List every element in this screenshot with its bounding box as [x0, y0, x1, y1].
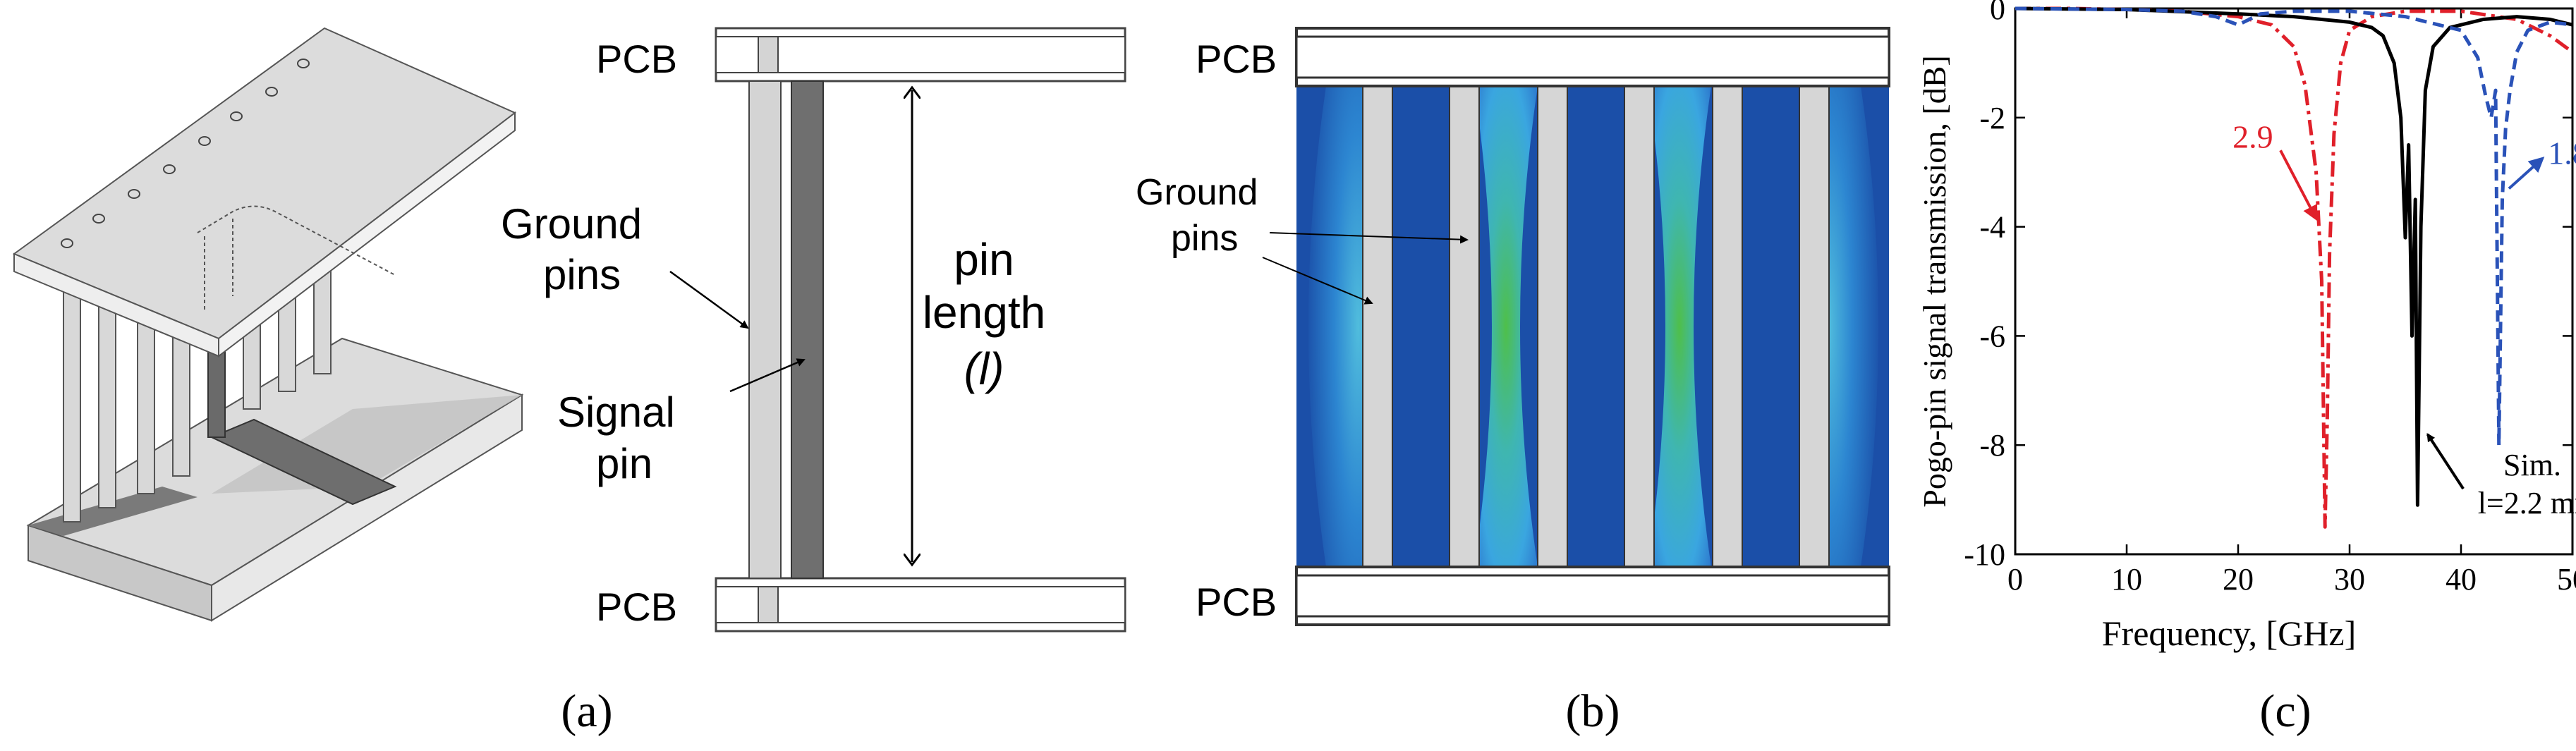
y-tick-label: -2	[1979, 101, 2005, 135]
panel-a-caption: (a)	[561, 685, 612, 737]
ground-pin-section	[1712, 85, 1743, 568]
x-axis-label: Frequency, [GHz]	[2102, 613, 2357, 653]
bottom-pcb-inner	[715, 586, 1126, 623]
bottom-pcb-side-face	[211, 393, 523, 622]
transmission-chart: 0 10 20 30 40 50 0 -2 -4 -6 -8 -10 2.9 1.8Sim. l=2.2 …	[1916, 0, 2576, 737]
ground-pins-callout-arrow	[669, 270, 749, 329]
x-tick-label: 50	[2557, 562, 2576, 597]
y-tick-label: -6	[1979, 319, 2005, 353]
annotation-length: l=2.2 mm	[2478, 486, 2576, 520]
ground-strip	[28, 487, 198, 536]
signal-pin-section	[1624, 85, 1655, 568]
top-pcb-side-face	[218, 111, 516, 358]
pin-cross-section: PCB PCB Ground pins Signal pin pin lengt…	[501, 27, 1126, 737]
annotation-2-9: 2.9	[2232, 118, 2273, 154]
ground-pins-label-line1: Ground	[501, 200, 642, 248]
bottom-pcb-via	[758, 586, 779, 623]
y-tick-label: -8	[1979, 428, 2005, 463]
x-tick-label: 30	[2334, 562, 2365, 597]
signal-pin-label-line2: pin	[596, 440, 652, 487]
top-pcb-inner	[715, 36, 1126, 73]
panel-c-caption: (c)	[2259, 685, 2311, 737]
top-pcb-via	[758, 36, 779, 73]
ground-pins-callout-arrow-1	[1269, 232, 1469, 244]
via-holes	[61, 59, 310, 248]
field-background	[1296, 86, 1889, 567]
field-region-center-left	[1474, 86, 1538, 567]
annotations: 2.9 1.8Sim. l=2.2 mm	[2232, 118, 2576, 520]
x-tick-label: 20	[2223, 562, 2254, 597]
series-line	[2015, 6, 2574, 529]
signal-pin-section	[791, 80, 824, 579]
ground-pins-label-line1: Ground	[1136, 172, 1258, 213]
pcb-bottom-label: PCB	[596, 585, 677, 629]
x-tick-label: 40	[2446, 562, 2477, 597]
pcb-top-label: PCB	[596, 37, 677, 81]
signal-pin-callout-arrow	[729, 358, 806, 393]
y-tick-label: -4	[1979, 210, 2005, 245]
y-axis-label: Pogo-pin signal transmission, [dB]	[1916, 55, 1952, 507]
ground-pin-section	[748, 80, 782, 579]
annotation-arrow-red	[2279, 149, 2318, 221]
ground-pin-section	[1362, 85, 1393, 568]
pcb-top-label: PCB	[1196, 37, 1277, 81]
ground-pin	[63, 281, 81, 523]
annotation-arrow-blue	[2508, 157, 2545, 190]
pin-array-section	[1362, 85, 1830, 568]
y-tick-label: -10	[1964, 537, 2005, 572]
ground-pins-callout-arrow-2	[1262, 257, 1373, 305]
annotation-arrow-black	[2426, 433, 2465, 490]
signal-pin-label-line1: Signal	[557, 389, 675, 436]
axis-ticks: 0 10 20 30 40 50 0 -2 -4 -6 -8 -10	[1964, 0, 2576, 597]
signal-trace	[209, 418, 397, 506]
pin-length-label-line1: pin	[954, 234, 1014, 285]
bottom-pcb-inner	[1295, 574, 1890, 618]
field-region-right	[1820, 86, 1878, 567]
ground-pins-label-line2: pins	[543, 251, 621, 298]
ground-pins-label-line2: pins	[1171, 218, 1238, 259]
pin-length-label-line2: length	[923, 287, 1045, 338]
field-distribution-plot: PCB PCB Ground pins (b)	[1136, 27, 1890, 737]
panel-b-caption: (b)	[1566, 685, 1620, 737]
annotation-sim: Sim.	[2503, 448, 2561, 482]
series-line	[2015, 6, 2573, 447]
top-pcb-via-outline	[197, 205, 396, 276]
signal-pin-section	[1537, 85, 1568, 568]
x-tick-label: 0	[2007, 562, 2023, 597]
series-line	[2015, 6, 2573, 507]
pin-length-label-line3: (l)	[964, 343, 1004, 394]
annotation-1-8: 1.8	[2548, 135, 2576, 171]
y-tick-label: 0	[1990, 0, 2005, 26]
top-pcb-signal-outline	[204, 219, 233, 310]
x-tick-label: 10	[2111, 562, 2142, 597]
ground-pin-section	[1449, 85, 1480, 568]
plot-frame	[2014, 7, 2574, 556]
pcb-bottom-label: PCB	[1196, 580, 1277, 624]
top-pcb-inner	[1295, 35, 1890, 79]
ground-pin-section	[1799, 85, 1830, 568]
field-region-left	[1308, 86, 1367, 567]
pogo-pin-3d-model	[12, 27, 524, 622]
series-lines	[2015, 6, 2574, 529]
field-region-center-right	[1648, 86, 1711, 567]
